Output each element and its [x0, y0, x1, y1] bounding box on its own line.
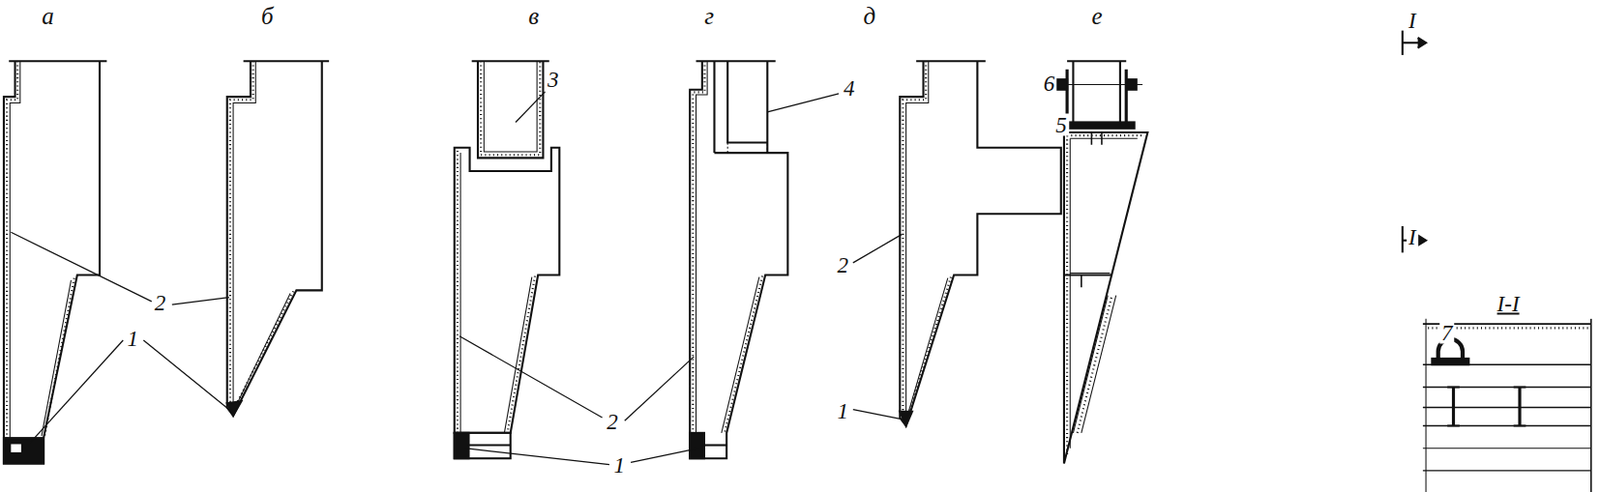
view-letter: е — [1089, 2, 1104, 28]
callout-number: 2 — [152, 292, 169, 315]
section-mark: I — [1406, 225, 1419, 248]
callout-number: 7 — [1439, 321, 1455, 344]
view-letter: в — [526, 2, 541, 28]
callout-number: 5 — [1053, 113, 1069, 136]
section-d — [899, 60, 1062, 426]
view-letter: г — [702, 2, 716, 28]
callout-number: 1 — [124, 327, 141, 351]
section-a — [3, 60, 107, 464]
section-marks — [1402, 30, 1426, 254]
callout-number: 2 — [835, 254, 852, 277]
callout-number: 6 — [1041, 72, 1058, 95]
section-title: I-I — [1495, 293, 1522, 316]
leader-lines — [10, 91, 904, 466]
section-e — [1050, 60, 1148, 464]
callout-number: 1 — [612, 454, 628, 477]
section-v — [454, 60, 561, 459]
view-letter: б — [259, 2, 276, 28]
section-b — [227, 60, 329, 416]
view-letter: д — [860, 2, 878, 28]
view-letter: а — [39, 2, 57, 28]
section-view — [1422, 319, 1592, 492]
callout-number: 3 — [545, 68, 562, 91]
callout-number: 2 — [604, 410, 621, 433]
section-mark: I — [1406, 9, 1419, 32]
callout-number: 4 — [841, 76, 858, 99]
callout-number: 1 — [835, 400, 852, 423]
section-g — [689, 60, 788, 459]
